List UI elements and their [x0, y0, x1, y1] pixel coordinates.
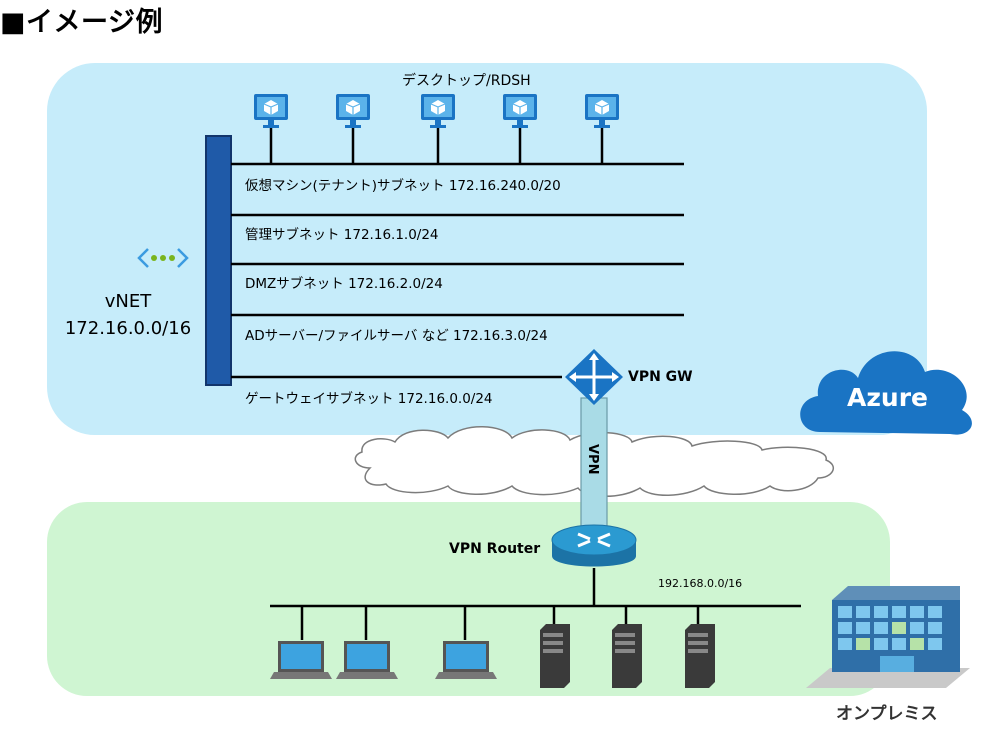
subnet-label-dmz: DMZサブネット 172.16.2.0/24	[245, 276, 443, 292]
vm-desktop-icon	[503, 94, 537, 128]
vnet-cidr: 172.16.0.0/16	[64, 318, 192, 339]
laptop-icon	[270, 641, 332, 679]
server-icon	[540, 624, 570, 688]
azure-cloud-icon	[800, 351, 972, 435]
azure-region	[47, 63, 927, 435]
vpn-tunnel-label: VPN	[585, 444, 600, 475]
subnet-label-tenant: 仮想マシン(テナント)サブネット 172.16.240.0/20	[245, 178, 561, 194]
vnet-bar	[205, 135, 232, 386]
laptop-icon	[336, 641, 398, 679]
vpn-router-icon	[551, 524, 637, 567]
server-icon	[685, 624, 715, 688]
subnet-label-ad: ADサーバー/ファイルサーバ など 172.16.3.0/24	[245, 328, 548, 344]
building-label: オンプレミス	[836, 704, 938, 724]
laptop-icon	[435, 641, 497, 679]
subnet-label-gateway: ゲートウェイサブネット 172.16.0.0/24	[245, 391, 493, 407]
lan-lines	[270, 568, 801, 640]
vpn-gw-label: VPN GW	[628, 369, 693, 385]
vpn-router-label: VPN Router	[449, 541, 541, 557]
building-icon	[806, 586, 970, 688]
vpn-tunnel	[580, 397, 608, 539]
subnet-label-management: 管理サブネット 172.16.1.0/24	[245, 227, 439, 243]
vm-desktop-icon	[585, 94, 619, 128]
vpn-gateway-icon	[565, 349, 623, 405]
vm-desktop-icon	[336, 94, 370, 128]
vm-desktop-icon	[254, 94, 288, 128]
vnet-name: vNET	[104, 291, 152, 312]
desktops-label: デスクトップ/RDSH	[402, 73, 531, 89]
server-icon	[612, 624, 642, 688]
azure-cloud-label: Azure	[847, 383, 928, 412]
subnet-lines	[231, 162, 684, 379]
page-title: ■イメージ例	[0, 7, 163, 38]
lan-cidr: 192.168.0.0/16	[658, 577, 743, 590]
vnet-icon	[137, 248, 189, 268]
desktop-drop-lines	[269, 128, 604, 164]
vm-desktop-icon	[421, 94, 455, 128]
